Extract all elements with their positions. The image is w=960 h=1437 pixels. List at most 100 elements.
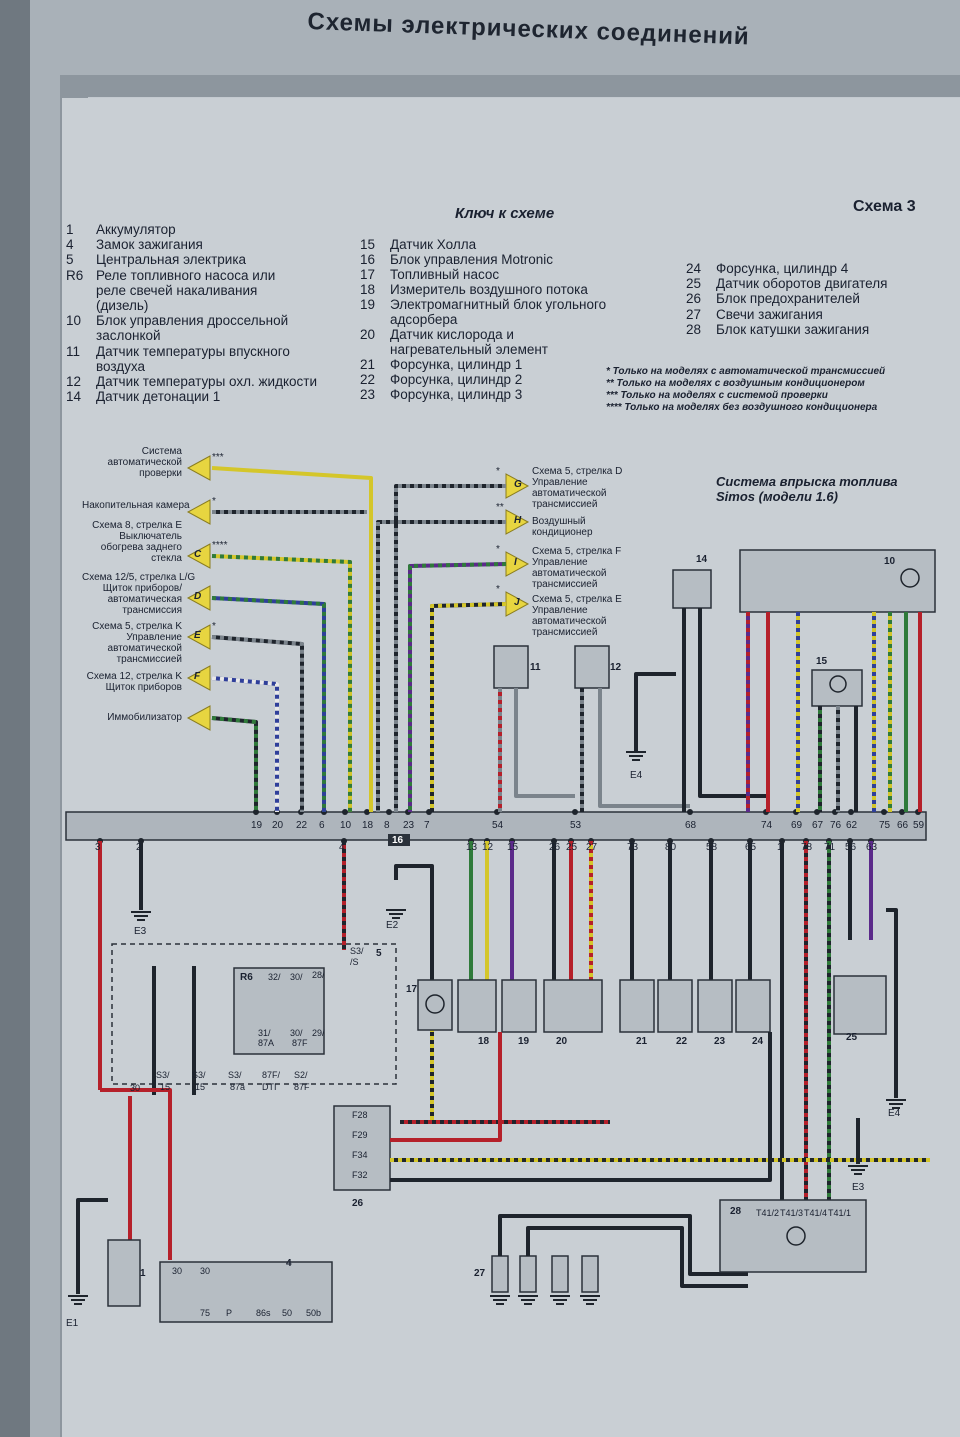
left-connector-arrow [186, 705, 211, 731]
ground-label: E4 [888, 1108, 901, 1119]
relay-pin-label: 31/ [258, 1028, 271, 1038]
ecu-top-pin-number: 7 [424, 820, 430, 831]
left-connector-label: Щиток приборов [105, 682, 182, 693]
right-connector-label: Управление [532, 477, 588, 488]
relay-pin-label: 32/ [268, 972, 281, 982]
key-col2-entry: нагревательный элемент [360, 342, 548, 358]
key-col1-entry-number: 5 [66, 252, 74, 268]
spark-plug-ground [490, 1295, 510, 1305]
ground-label: E4 [630, 770, 643, 781]
injector-21 [619, 979, 655, 1033]
left-connector-label: обогрева заднего [100, 542, 182, 553]
wire-i [408, 562, 507, 812]
component-number: 4 [286, 1258, 292, 1269]
key-col2-entry-number: 20 [360, 327, 376, 342]
ecu-top-pin-number: 54 [492, 820, 504, 831]
wire-25-gnd [886, 908, 898, 1098]
ignition-terminal-label: 75 [200, 1308, 211, 1318]
key-col2-entry-text: Топливный насос [390, 267, 500, 282]
wire-j-stripe [430, 602, 507, 812]
relay-pin-label: 28/ [312, 970, 325, 980]
left-connector-note-mark: **** [212, 540, 228, 551]
left-connector-arrow [186, 543, 211, 569]
ecu-top-pin [687, 809, 693, 815]
key-col2-entry-text: адсорбера [390, 312, 458, 327]
left-connector-label: Схема 5, стрелка K [92, 621, 182, 632]
ground-e3 [131, 911, 151, 921]
ecu-bottom-pin-number: 71 [824, 842, 836, 853]
ecu-top-pin-number: 62 [846, 820, 858, 831]
wire-j [430, 602, 507, 812]
ecu-top-pin-number: 67 [812, 820, 824, 831]
key-col1-entry-text: Реле топливного насоса или [96, 267, 276, 283]
component-number: 18 [478, 1036, 490, 1047]
left-connector-label: Схема 8, стрелка E [92, 520, 182, 531]
left-connector-arrow [186, 585, 211, 611]
wire-i-stripe [408, 562, 507, 812]
ecu-top-pin-number: 19 [251, 820, 263, 831]
left-connector-label: автоматическая [107, 594, 182, 605]
wire-e-stripe [211, 635, 304, 812]
ground-e4-bottom [886, 1099, 906, 1109]
fuse-label: F34 [352, 1150, 368, 1160]
wire-d-stripe [211, 596, 326, 812]
ecu-bottom-pin-number: 12 [482, 842, 494, 853]
wire-c [211, 554, 352, 812]
wire-plug-2 [526, 1226, 748, 1288]
wire-g [394, 484, 506, 812]
component-number: 23 [714, 1036, 726, 1047]
sensor-14-body [672, 569, 712, 609]
key-note: ** Только на моделях с воздушным кондици… [606, 378, 865, 389]
left-connector-label: Щиток приборов/ [102, 583, 182, 594]
right-connector-letter: H [514, 515, 522, 526]
left-connector-letter: E [194, 630, 201, 641]
ecu-top-pin [899, 809, 905, 815]
ground-label: E2 [386, 920, 399, 931]
key-col3-entry-text: Блок катушки зажигания [716, 321, 870, 337]
ecu-top-pin-number: 10 [340, 820, 352, 831]
key-col3-entry-number: 28 [686, 321, 702, 337]
fuel-pump-motor-symbol [425, 994, 445, 1014]
key-col2-entry-text: Форсунка, цилиндр 2 [390, 372, 523, 387]
left-connector-arrow [186, 624, 211, 650]
key-col1-entry: воздуха [66, 359, 145, 375]
wire-battery-to-switch [100, 1088, 172, 1260]
ecu-bottom-pin-number: 80 [665, 842, 677, 853]
key-col2-entry: адсорбера [360, 312, 458, 328]
ecu-top-pin-number: 20 [272, 820, 284, 831]
ecu-top-pin-number: 8 [384, 820, 390, 831]
left-connector-arrow [186, 665, 211, 691]
key-col3-entry-number: 25 [686, 276, 702, 292]
key-col1-entry-text: Датчик температуры впускного [96, 343, 290, 359]
left-connector-note-mark: * [212, 496, 216, 507]
relay-pin-label: 29/ [312, 1028, 325, 1038]
ecu-bottom-pin-number: 56 [845, 842, 857, 853]
component-number: 11 [530, 662, 541, 673]
wire-d [211, 596, 326, 812]
right-connector-label: трансмиссией [532, 499, 598, 510]
ecu-top-pin [342, 809, 348, 815]
left-connector-label: Иммобилизатор [107, 712, 182, 723]
component-number: 1 [140, 1268, 146, 1279]
key-col3-entry-text: Форсунка, цилиндр 4 [716, 261, 849, 276]
canister-valve-19 [501, 979, 537, 1033]
left-connector-label: Схема 12/5, стрелка L/G [82, 572, 196, 583]
key-col1-entry-text: Замок зажигания [96, 237, 203, 253]
key-col2-entry-text: Блок управления Motronic [390, 252, 554, 267]
key-col2-entry-text: Датчик Холла [390, 237, 477, 252]
ignition-terminal-label: P [226, 1308, 233, 1318]
terminal-label: 87F [294, 1082, 310, 1092]
key-col3-entry-text: Свечи зажигания [716, 306, 823, 322]
relay-pin-label: 87F [292, 1038, 308, 1048]
throttle-motor-symbol [900, 568, 920, 588]
ignition-terminal-label: 30 [172, 1266, 183, 1276]
component-number: 27 [474, 1268, 486, 1279]
key-col2-entry-text: Форсунка, цилиндр 1 [390, 357, 523, 372]
left-connector-note-mark: *** [212, 452, 224, 463]
